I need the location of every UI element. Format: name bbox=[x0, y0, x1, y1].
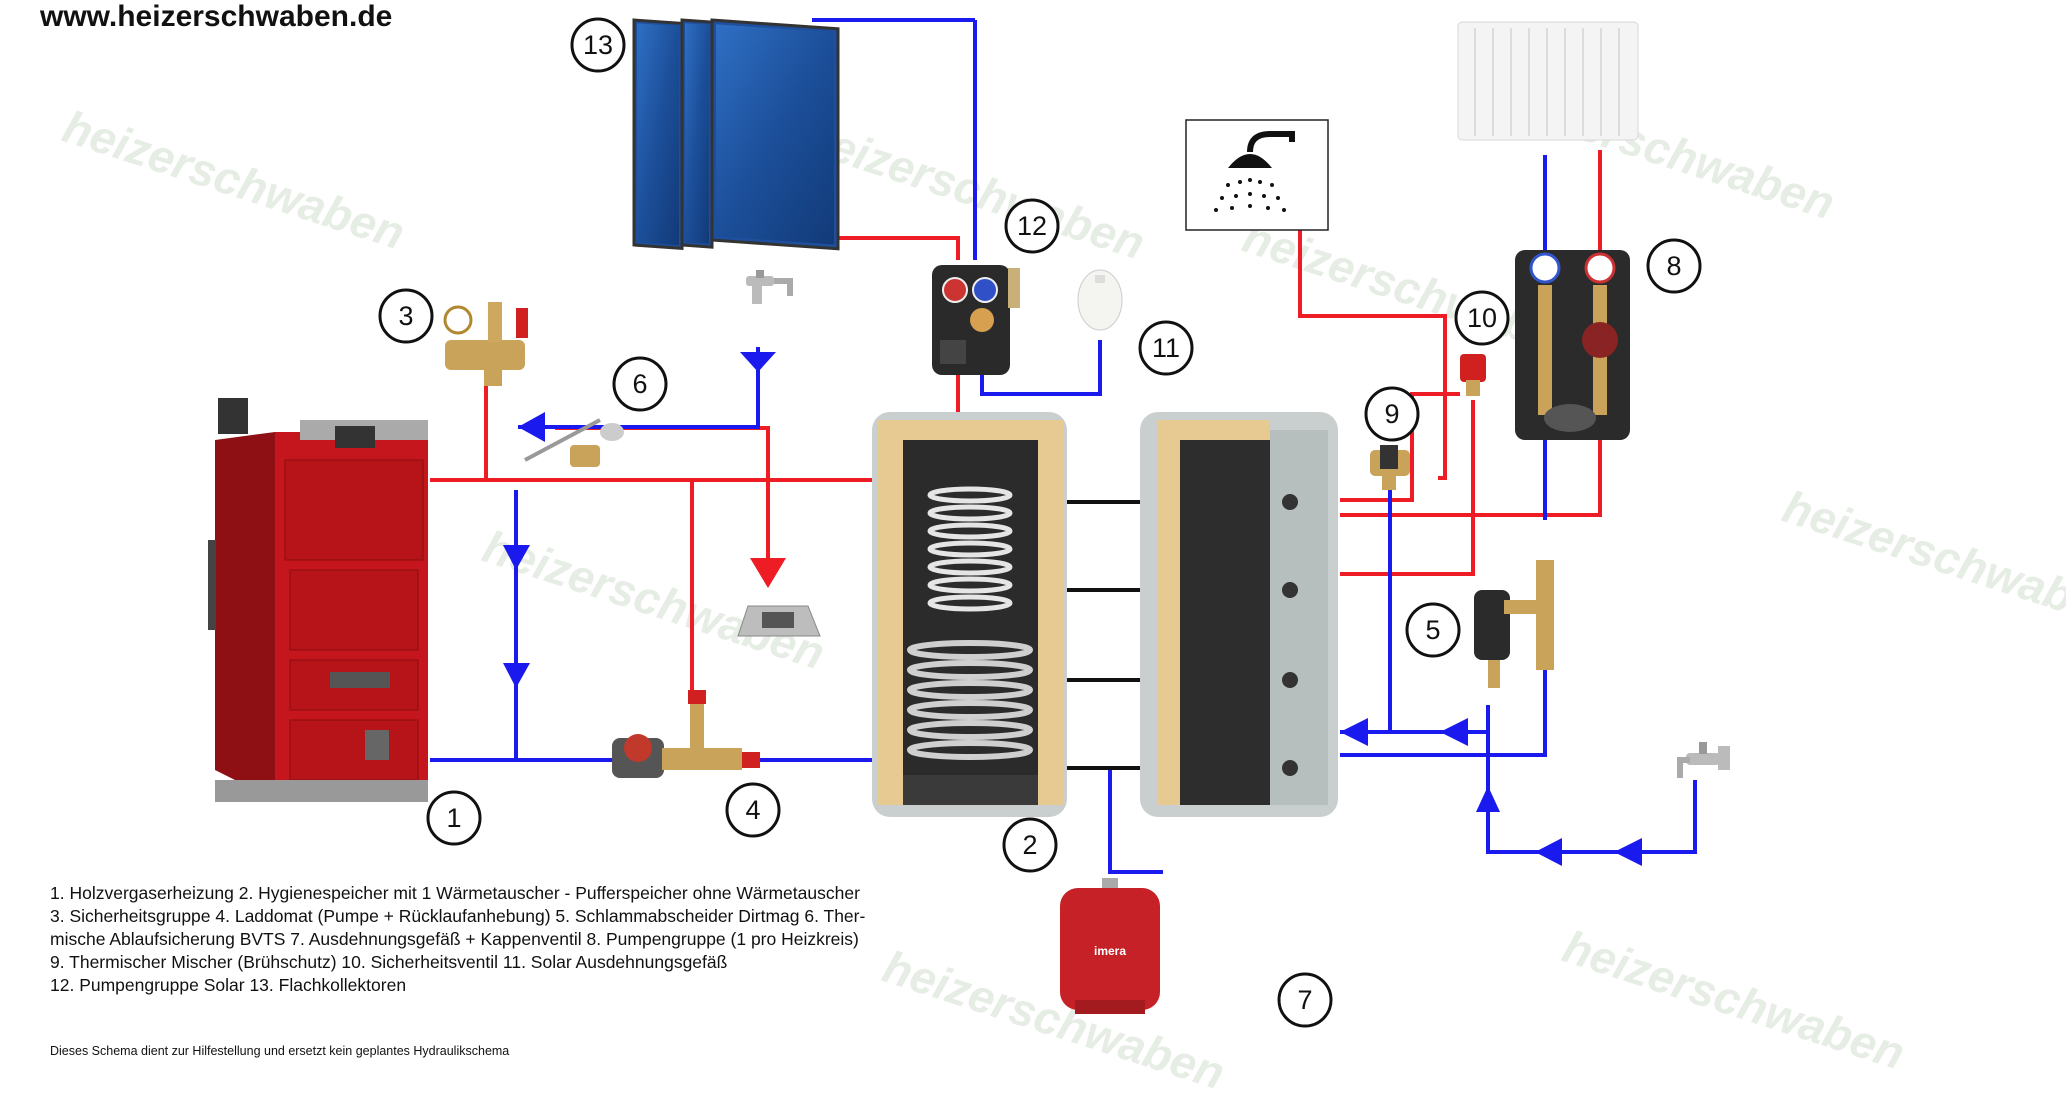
water-drops-icon bbox=[1214, 178, 1286, 212]
thermal-discharge-valve bbox=[524, 418, 624, 467]
heating-pump-group bbox=[1515, 250, 1630, 440]
svg-text:4: 4 bbox=[745, 795, 760, 825]
arrow-left-icon bbox=[518, 412, 545, 442]
badge-10: 10 bbox=[1454, 290, 1510, 346]
badge-9: 9 bbox=[1364, 386, 1420, 442]
arrow-left-icon bbox=[1440, 718, 1468, 746]
thermal-mixer bbox=[1370, 445, 1410, 490]
arrow-down-icon bbox=[740, 352, 776, 372]
badge-12: 12 bbox=[1004, 198, 1060, 254]
arrow-left-icon bbox=[1535, 838, 1562, 866]
badge-8: 8 bbox=[1646, 238, 1702, 294]
watermark-text: heizerschwaben bbox=[1557, 920, 1911, 1079]
laddomat bbox=[612, 690, 760, 778]
svg-text:9: 9 bbox=[1384, 399, 1399, 429]
badge-1: 1 bbox=[426, 790, 482, 846]
watermark-text: heizerschwaben bbox=[1777, 480, 2066, 639]
legend-line: mische Ablaufsicherung BVTS 7. Ausdehnun… bbox=[50, 929, 859, 949]
arrow-down-icon bbox=[750, 558, 786, 588]
svg-text:11: 11 bbox=[1152, 333, 1180, 363]
dirt-separator bbox=[1474, 560, 1554, 688]
safety-valve bbox=[1460, 354, 1486, 396]
svg-text:5: 5 bbox=[1425, 615, 1440, 645]
solar-expansion-vessel bbox=[1077, 269, 1123, 331]
badge-13: 13 bbox=[570, 17, 626, 73]
site-url[interactable]: www.heizerschwaben.de bbox=[40, 0, 393, 33]
flat-collectors bbox=[632, 18, 840, 251]
badge-5: 5 bbox=[1405, 602, 1461, 658]
svg-text:2: 2 bbox=[1022, 830, 1037, 860]
shower bbox=[1185, 119, 1329, 231]
vessel-brand-label: imera bbox=[1094, 944, 1126, 958]
arrow-up-icon bbox=[1476, 786, 1500, 812]
legend-line: 9. Thermischer Mischer (Brühschutz) 10. … bbox=[50, 952, 728, 972]
svg-text:1: 1 bbox=[446, 803, 461, 833]
coil-upper bbox=[927, 486, 1013, 612]
svg-text:10: 10 bbox=[1467, 303, 1497, 333]
radiator bbox=[1457, 21, 1639, 141]
buffer-tank bbox=[1140, 412, 1338, 817]
flow-arrows bbox=[503, 352, 1642, 866]
faucet-icon bbox=[1677, 742, 1730, 778]
badge-7: 7 bbox=[1277, 972, 1333, 1028]
badge-3: 3 bbox=[378, 288, 434, 344]
coil-lower bbox=[907, 640, 1033, 760]
safety-group bbox=[443, 302, 528, 386]
hygiene-tank bbox=[872, 412, 1067, 817]
arrow-down-icon bbox=[503, 545, 530, 570]
arrow-down-icon bbox=[503, 663, 530, 688]
floor-drain-icon bbox=[737, 605, 821, 637]
disclaimer: Dieses Schema dient zur Hilfestellung un… bbox=[50, 1044, 510, 1058]
svg-text:13: 13 bbox=[583, 30, 613, 60]
svg-text:3: 3 bbox=[398, 301, 413, 331]
svg-text:6: 6 bbox=[632, 369, 647, 399]
svg-text:7: 7 bbox=[1297, 985, 1312, 1015]
badge-4: 4 bbox=[725, 782, 781, 838]
solar-pump-group bbox=[932, 265, 1020, 375]
svg-text:12: 12 bbox=[1017, 211, 1047, 241]
pipe-network bbox=[430, 18, 1697, 874]
cold-pipes bbox=[430, 18, 1697, 874]
arrow-left-icon bbox=[1614, 838, 1642, 866]
badge-6: 6 bbox=[612, 356, 668, 412]
faucet-icon bbox=[746, 270, 793, 304]
arrow-left-icon bbox=[1340, 718, 1368, 746]
legend: 1. Holzvergaserheizung 2. Hygienespeiche… bbox=[50, 882, 950, 997]
badge-11: 11 bbox=[1138, 320, 1194, 376]
watermark-text: heizerschwaben bbox=[477, 520, 831, 679]
number-badges: 1 2 3 4 5 6 7 8 9 10 11 12 13 bbox=[378, 17, 1702, 1028]
legend-line: 3. Sicherheitsgruppe 4. Laddomat (Pumpe … bbox=[50, 906, 866, 926]
badge-2: 2 bbox=[1002, 817, 1058, 873]
legend-line: 1. Holzvergaserheizung 2. Hygienespeiche… bbox=[50, 883, 860, 903]
svg-text:8: 8 bbox=[1666, 251, 1681, 281]
expansion-vessel bbox=[1060, 878, 1160, 1014]
legend-line: 12. Pumpengruppe Solar 13. Flachkollekto… bbox=[50, 975, 407, 995]
watermark-text: heizerschwaben bbox=[57, 100, 411, 259]
wood-gasification-boiler bbox=[208, 398, 428, 802]
